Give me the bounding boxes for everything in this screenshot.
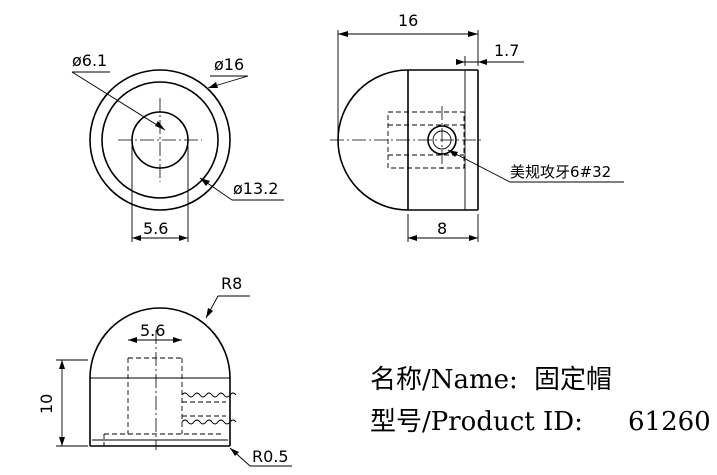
side-flange-label: 1.7 xyxy=(494,41,519,60)
product-id-label: 型号/Product ID: xyxy=(370,407,583,437)
side-view: 16 1.7 美规攻牙6#32 8 xyxy=(330,11,624,242)
shoulder-diameter-label: ø13.2 xyxy=(233,179,278,198)
top-height-label: 10 xyxy=(37,394,56,414)
thread-hole xyxy=(427,125,457,155)
outer-diameter-label: ø16 xyxy=(214,55,244,74)
top-width-label: 5.6 xyxy=(140,321,165,340)
product-id-value: 61260 xyxy=(628,407,711,437)
side-depth-label: 8 xyxy=(437,219,447,238)
section-view: R8 5.6 10 R0.5 xyxy=(37,274,292,467)
section-dome xyxy=(89,307,231,379)
name-value: 固定帽 xyxy=(534,365,612,395)
bore-leader xyxy=(71,71,166,131)
front-width-label: 5.6 xyxy=(143,219,168,238)
outer-circle xyxy=(89,69,231,211)
thread-note-label: 美规攻牙6#32 xyxy=(510,163,611,181)
corner-radius-label: R0.5 xyxy=(252,447,289,466)
shoulder-circle xyxy=(101,81,219,199)
top-radius-label: R8 xyxy=(221,274,242,293)
front-view: ø6.1 ø16 ø13.2 5.6 xyxy=(71,51,284,242)
title-block: 名称/Name: 固定帽 型号/Product ID: 61260 xyxy=(370,365,711,437)
bore-diameter-label: ø6.1 xyxy=(72,51,107,70)
name-label: 名称/Name: xyxy=(370,365,518,395)
side-length-label: 16 xyxy=(398,11,418,30)
